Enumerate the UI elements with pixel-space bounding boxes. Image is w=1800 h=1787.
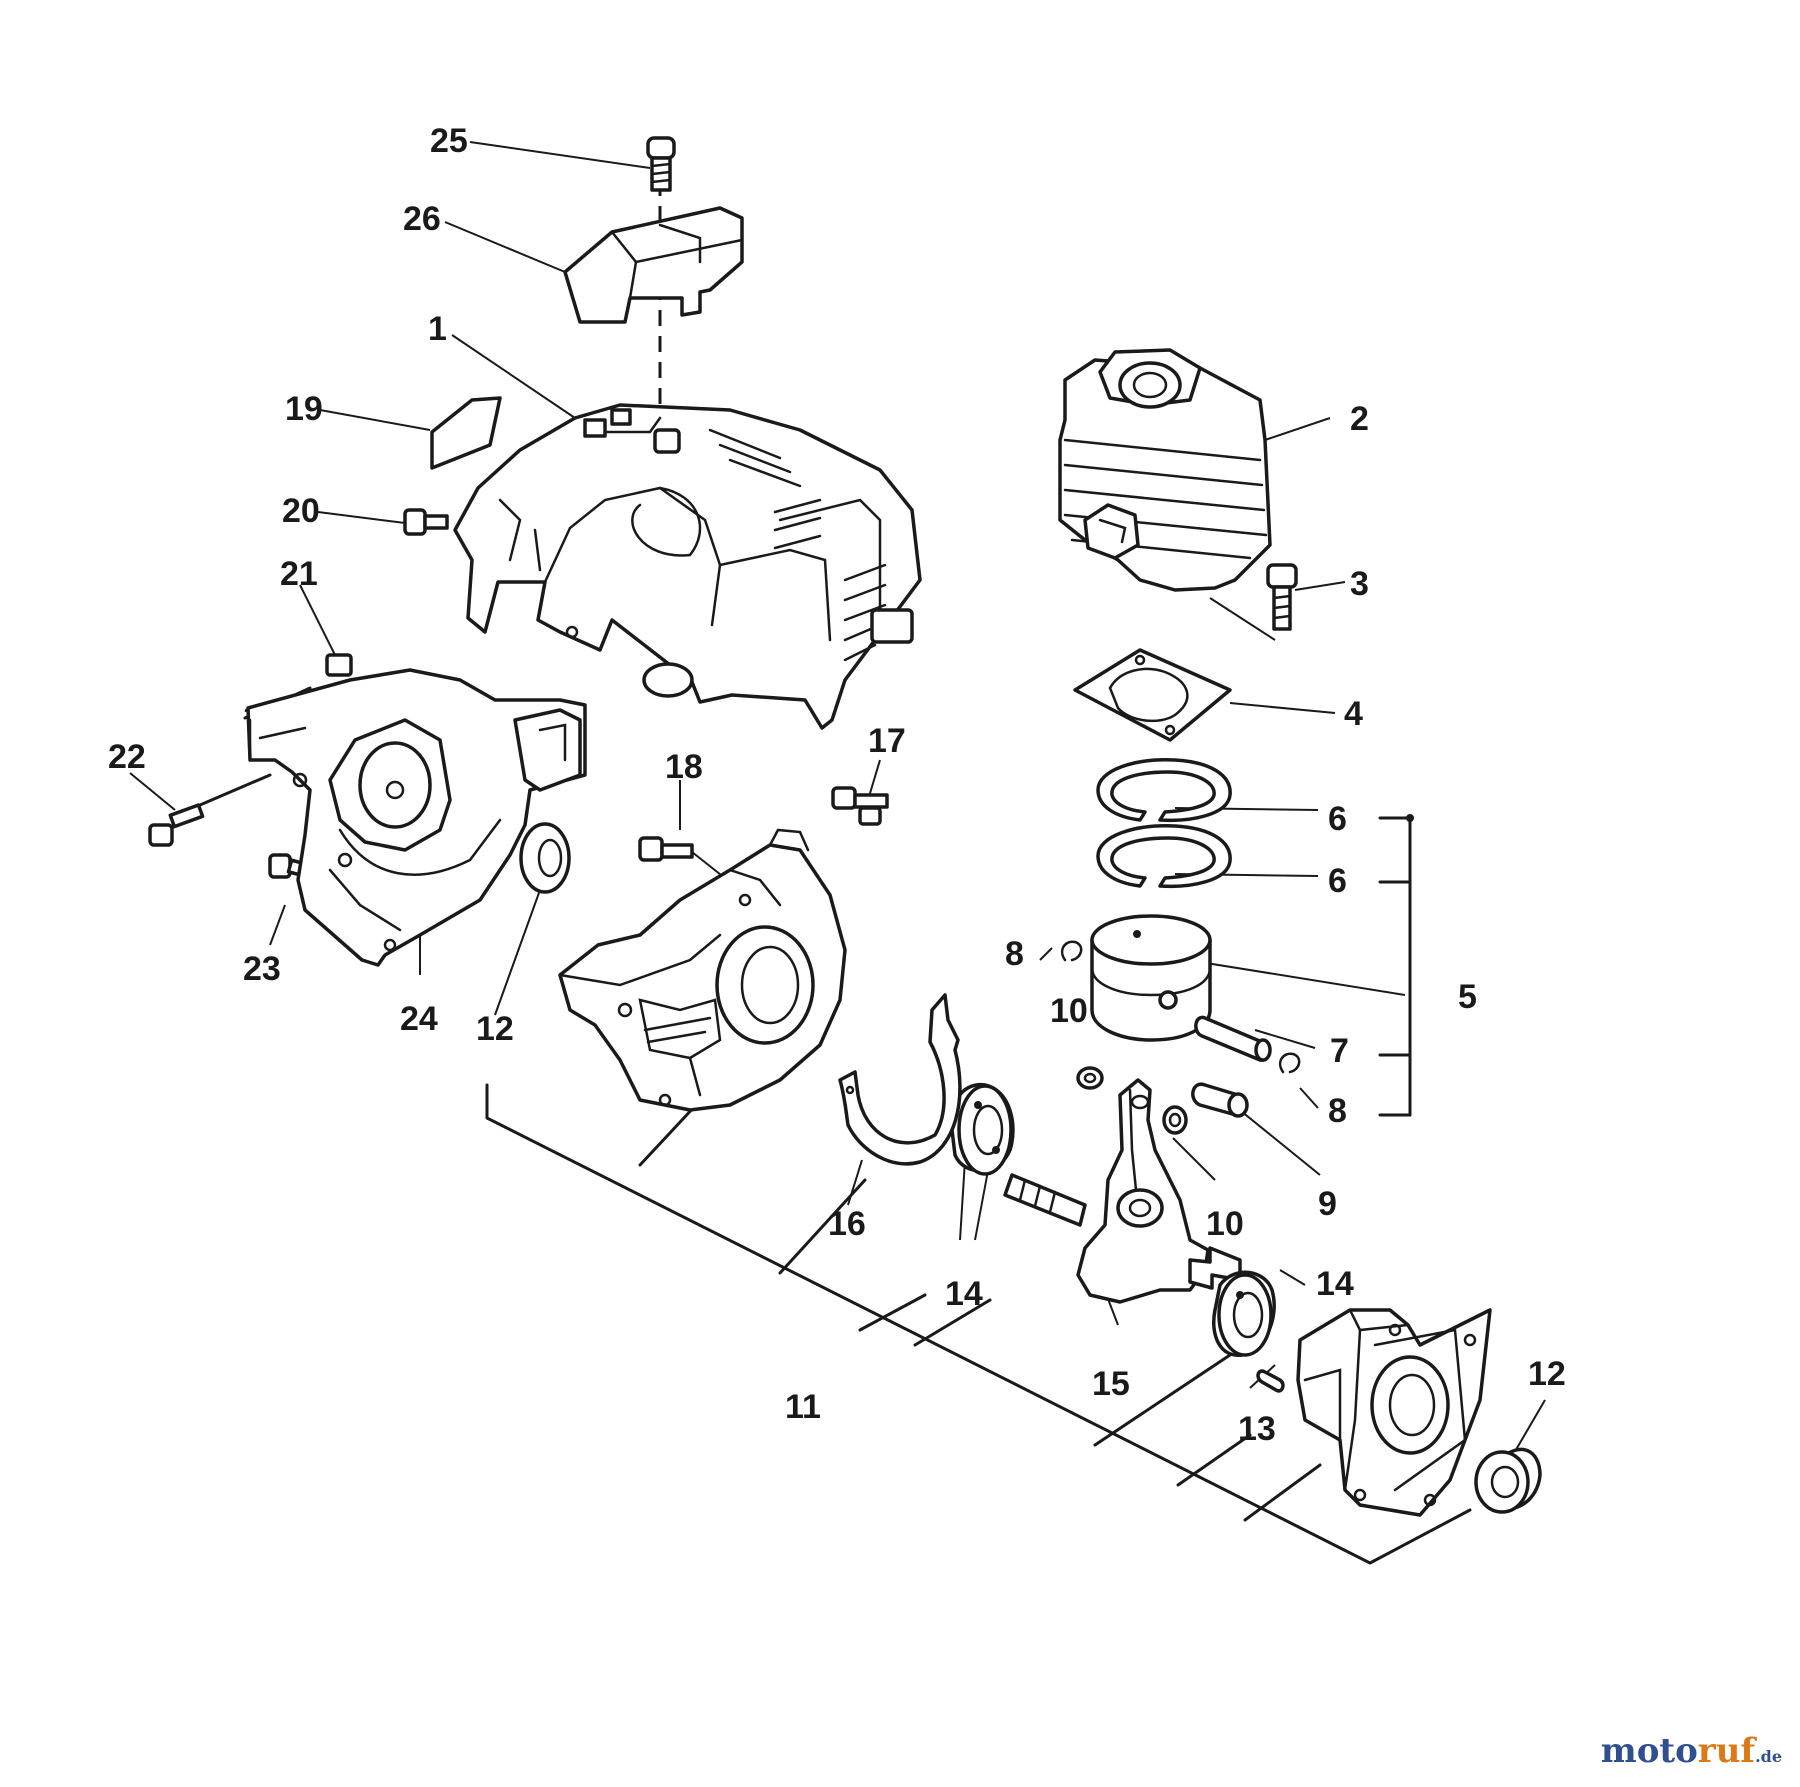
part-4-cylinder-gasket [1073, 648, 1232, 742]
label-19: 19 [285, 390, 323, 428]
label-12a: 12 [476, 1010, 514, 1048]
part-13-dowel-pin [1256, 1369, 1285, 1393]
part-8-clips [1060, 940, 1301, 1074]
label-4: 4 [1344, 695, 1363, 733]
part-crankcase-left [558, 828, 847, 1112]
label-1: 1 [428, 310, 447, 348]
label-11: 11 [785, 1388, 821, 1426]
part-21-nut [325, 653, 353, 677]
part-12-oil-seals [519, 822, 1542, 1514]
part-16-crankcase-gasket [838, 993, 962, 1166]
label-12b: 12 [1528, 1355, 1566, 1393]
part-1-engine-shroud [453, 403, 922, 730]
label-10b: 10 [1206, 1205, 1244, 1243]
label-23: 23 [243, 950, 281, 988]
part-15-crankshaft [1003, 1078, 1242, 1304]
label-14a: 14 [945, 1275, 983, 1313]
part-6-piston-rings [1096, 758, 1232, 889]
part-3-bolt [1209, 563, 1298, 641]
part-22-bolt [148, 803, 205, 847]
part-26-cover-plate [563, 206, 744, 324]
label-24: 24 [400, 1000, 438, 1038]
part-9-needle-bearing [1191, 1082, 1249, 1118]
watermark-part2: ruf [1697, 1731, 1756, 1771]
label-3: 3 [1350, 565, 1369, 603]
label-17: 17 [868, 722, 906, 760]
part-18-bolt [638, 836, 741, 891]
label-25: 25 [430, 122, 468, 160]
part-7-piston-pin [1194, 1015, 1272, 1062]
callout-labels: 25 26 1 19 20 21 22 23 24 12 18 17 2 3 4… [108, 122, 1566, 1448]
part-20-bolt [403, 508, 449, 536]
part-5-piston [1090, 914, 1212, 1042]
label-7: 7 [1330, 1032, 1349, 1070]
label-22: 22 [108, 738, 146, 776]
part-10-washers [1076, 1066, 1188, 1135]
label-2: 2 [1350, 400, 1369, 438]
label-6b: 6 [1328, 862, 1347, 900]
label-6a: 6 [1328, 800, 1347, 838]
label-15: 15 [1092, 1365, 1130, 1403]
label-5: 5 [1458, 978, 1477, 1016]
part-crankcase-right [1296, 1308, 1492, 1517]
part-2-cylinder [1058, 348, 1272, 592]
label-8a: 8 [1005, 935, 1024, 973]
label-21: 21 [280, 555, 318, 593]
label-20: 20 [282, 492, 320, 530]
watermark-part1: moto [1600, 1731, 1698, 1771]
label-10a: 10 [1050, 992, 1088, 1030]
label-8b: 8 [1328, 1092, 1347, 1130]
part-17-bolt [831, 786, 889, 826]
part-19-gasket [430, 396, 502, 470]
part-24-fan-housing [246, 668, 587, 967]
label-14b: 14 [1316, 1265, 1354, 1303]
part-25-screw [646, 136, 676, 192]
label-13: 13 [1238, 1410, 1276, 1448]
watermark-part3: .de [1755, 1747, 1782, 1766]
label-18: 18 [665, 748, 703, 786]
label-9: 9 [1318, 1185, 1337, 1223]
part-14-bearings [949, 1083, 1276, 1357]
label-16: 16 [828, 1205, 866, 1243]
label-26: 26 [403, 200, 441, 238]
motoruf-watermark: motoruf.de [1601, 1731, 1782, 1771]
